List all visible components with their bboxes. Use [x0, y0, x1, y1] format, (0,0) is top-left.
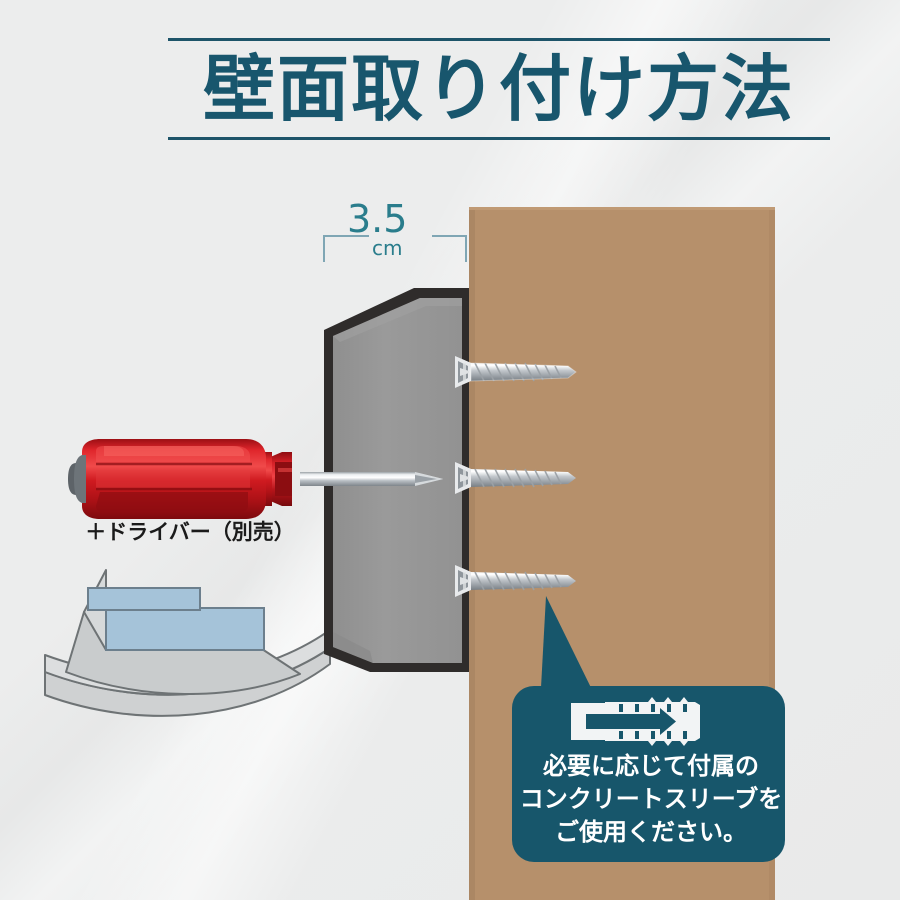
title-rule-bottom: [168, 137, 830, 140]
phillips-screwdriver: [68, 439, 443, 519]
callout-line-3: ご使用ください。: [555, 818, 747, 846]
concrete-anchor-sleeve-icon: [571, 697, 700, 746]
dimension-value: 3.5: [347, 197, 408, 241]
screw-middle: [455, 462, 576, 494]
callout-line-2: コンクリートスリーブを: [519, 785, 783, 813]
title-rule-top: [168, 38, 830, 41]
dimension-unit: cm: [372, 236, 403, 260]
callout-text: 必要に応じて付属の コンクリートスリーブを ご使用ください。: [516, 750, 786, 849]
screw-top: [455, 356, 577, 388]
page-title: 壁面取り付け方法: [202, 47, 795, 131]
callout-pointer: [540, 596, 600, 706]
page-title-block: 壁面取り付け方法: [168, 38, 830, 140]
screwdriver-caption: ＋ドライバー（別売）: [85, 520, 295, 544]
dimension-bracket: [323, 235, 467, 262]
mount-base-shape: [44, 569, 331, 717]
screw-bottom: [455, 565, 576, 597]
callout-line-1: 必要に応じて付属の: [543, 752, 759, 780]
